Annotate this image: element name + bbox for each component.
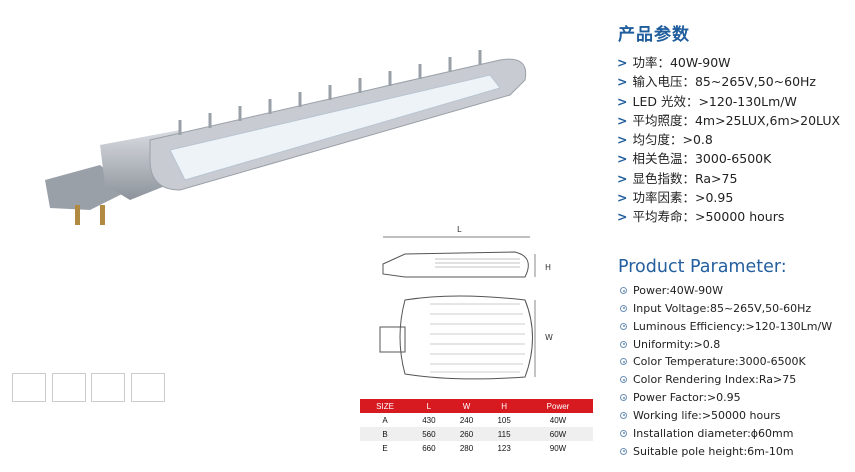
cn-param-text: 相关色温：3000-6500K bbox=[632, 151, 772, 167]
header-h: H bbox=[485, 399, 523, 413]
en-param-item: Power:40W-90W bbox=[620, 282, 832, 300]
cell: 90W bbox=[549, 443, 567, 453]
road-scene-thumbnail[interactable] bbox=[12, 373, 46, 402]
cell: 105 bbox=[497, 415, 511, 425]
cell: 115 bbox=[485, 427, 523, 441]
cn-param-item: >功率因素：>0.95 bbox=[617, 188, 840, 207]
en-param-text: Power:40W-90W bbox=[633, 284, 724, 297]
circle-bullet-icon bbox=[620, 340, 627, 348]
factory-scene-thumbnail[interactable] bbox=[131, 373, 165, 402]
en-param-item: Power Factor:>0.95 bbox=[620, 389, 832, 407]
circle-bullet-icon bbox=[620, 447, 627, 455]
port-scene-thumbnail[interactable] bbox=[91, 373, 125, 402]
arrow-icon: > bbox=[617, 190, 628, 206]
cell: 430 bbox=[422, 415, 436, 425]
cn-param-text: 功率因素：>0.95 bbox=[632, 190, 734, 206]
arrow-icon: > bbox=[617, 55, 628, 70]
street-light-image bbox=[45, 50, 527, 225]
header-size: SIZE bbox=[360, 399, 411, 413]
arrow-icon: > bbox=[617, 209, 628, 225]
cn-section-title: 产品参数 bbox=[618, 25, 690, 45]
en-param-item: Uniformity:>0.8 bbox=[620, 336, 832, 354]
cell: 260 bbox=[447, 427, 486, 441]
circle-bullet-icon bbox=[620, 322, 627, 330]
circle-bullet-icon bbox=[620, 429, 627, 437]
cn-param-list: >功率：40W-90W>输入电压：85~265V,50~60Hz>LED 光效：… bbox=[617, 53, 840, 227]
en-section-title: Product Parameter: bbox=[618, 257, 787, 277]
header-l: L bbox=[410, 399, 448, 413]
cn-param-item: >平均照度：4m>25LUX,6m>20LUX bbox=[617, 111, 840, 130]
en-param-text: Input Voltage:85~265V,50-60Hz bbox=[633, 301, 812, 315]
arrow-icon: > bbox=[617, 132, 628, 148]
table-row: A 430 240 105 40W bbox=[360, 413, 593, 427]
arrow-icon: > bbox=[617, 93, 628, 109]
cn-param-item: >均匀度：>0.8 bbox=[617, 130, 840, 149]
en-param-text: Luminous Efficiency:>120-130Lm/W bbox=[633, 319, 833, 333]
cn-param-text: 功率：40W-90W bbox=[632, 55, 731, 70]
dim-l-label: L bbox=[457, 225, 462, 234]
en-param-text: Suitable pole height:6m-10m bbox=[633, 444, 794, 458]
dim-h-label: H bbox=[545, 263, 551, 272]
cell: 123 bbox=[497, 443, 511, 453]
en-param-item: Input Voltage:85~265V,50-60Hz bbox=[620, 300, 832, 318]
en-param-item: Installation diameter:ϕ60mm bbox=[620, 425, 832, 443]
header-power: Power bbox=[523, 399, 593, 413]
arrow-icon: > bbox=[617, 151, 628, 167]
cell: E bbox=[382, 443, 388, 453]
en-param-item: Color Temperature:3000-6500K bbox=[620, 353, 832, 371]
arrow-icon: > bbox=[617, 74, 628, 90]
circle-bullet-icon bbox=[620, 394, 627, 402]
circle-bullet-icon bbox=[620, 358, 627, 366]
en-param-text: Uniformity:>0.8 bbox=[633, 337, 721, 351]
en-param-text: Power Factor:>0.95 bbox=[633, 391, 741, 405]
en-param-list: Power:40W-90W Input Voltage:85~265V,50-60… bbox=[620, 282, 832, 460]
cn-param-text: 显色指数：Ra>75 bbox=[632, 170, 738, 186]
dimension-drawing: L H W bbox=[379, 225, 553, 380]
cell: 40W bbox=[549, 415, 567, 425]
table-row: E 660 280 123 90W bbox=[360, 441, 593, 455]
cn-param-item: >相关色温：3000-6500K bbox=[617, 149, 840, 168]
en-param-text: Installation diameter:ϕ60mm bbox=[633, 426, 794, 440]
cell: 240 bbox=[459, 415, 474, 425]
circle-bullet-icon bbox=[620, 304, 627, 312]
arrow-icon: > bbox=[617, 112, 628, 128]
bridge-scene-thumbnail[interactable] bbox=[52, 373, 86, 402]
header-w: W bbox=[447, 399, 486, 413]
cn-param-text: 平均寿命：>50000 hours bbox=[632, 209, 785, 225]
cn-param-text: 平均照度：4m>25LUX,6m>20LUX bbox=[632, 112, 841, 128]
en-param-item: Luminous Efficiency:>120-130Lm/W bbox=[620, 318, 832, 336]
cell: 560 bbox=[410, 427, 448, 441]
cell: 60W bbox=[523, 427, 593, 441]
table-header: SIZE L W H Power bbox=[360, 399, 593, 413]
circle-bullet-icon bbox=[620, 287, 627, 294]
cn-param-text: 输入电压：85~265V,50~60Hz bbox=[632, 74, 816, 90]
en-param-text: Color Temperature:3000-6500K bbox=[633, 355, 806, 369]
circle-bullet-icon bbox=[620, 376, 627, 384]
cn-param-item: >输入电压：85~265V,50~60Hz bbox=[617, 72, 840, 91]
dim-w-label: W bbox=[545, 333, 553, 342]
cn-param-item: >平均寿命：>50000 hours bbox=[617, 207, 840, 226]
en-param-item: Working life:>50000 hours bbox=[620, 407, 832, 425]
cn-param-item: >显色指数：Ra>75 bbox=[617, 169, 840, 188]
cn-param-text: 均匀度：>0.8 bbox=[632, 132, 713, 148]
en-param-text: Color Rendering Index:Ra>75 bbox=[633, 373, 797, 387]
cn-param-item: >LED 光效：>120-130Lm/W bbox=[617, 92, 840, 111]
cell: 280 bbox=[459, 443, 474, 453]
cn-param-text: LED 光效：>120-130Lm/W bbox=[632, 93, 797, 109]
cell: B bbox=[360, 427, 411, 441]
circle-bullet-icon bbox=[620, 411, 627, 419]
cell: 660 bbox=[422, 443, 436, 453]
en-param-item: Color Rendering Index:Ra>75 bbox=[620, 371, 832, 389]
en-param-text: Working life:>50000 hours bbox=[633, 408, 781, 422]
cell: A bbox=[382, 415, 388, 425]
arrow-icon: > bbox=[617, 170, 628, 186]
cn-param-item: > 功率：40W-90W bbox=[617, 53, 840, 72]
en-param-item: Suitable pole height:6m-10m bbox=[620, 443, 832, 461]
